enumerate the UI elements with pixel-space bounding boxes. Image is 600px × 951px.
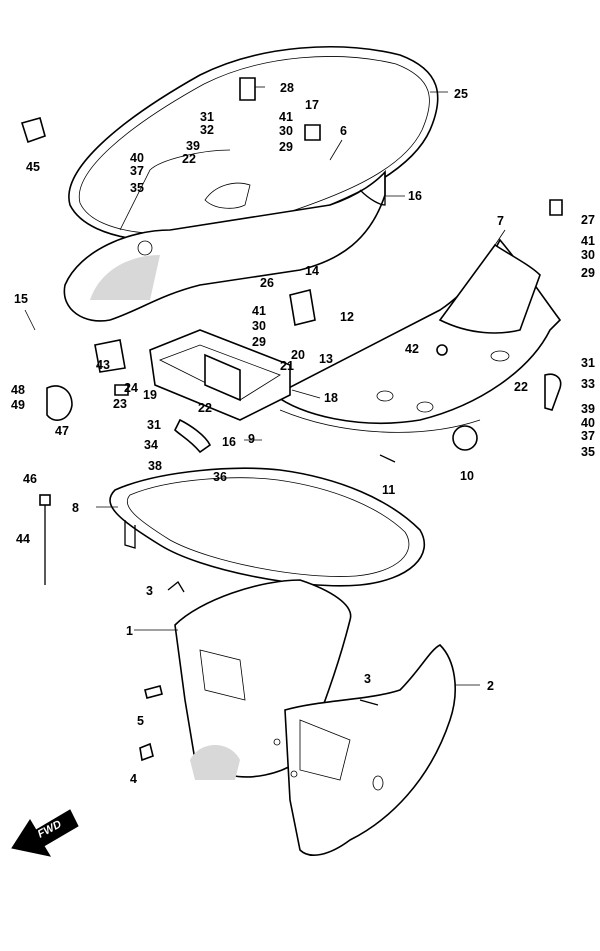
callout-47: 47 [55,424,69,438]
rear-cowl [273,238,562,451]
callout-40: 40 [581,416,595,430]
callout-41: 41 [279,110,293,124]
callout-22: 22 [198,401,212,415]
callout-labels: 1 2 3 3 4 5 6 7 8 9 10 11 12 13 14 15 16… [11,81,595,786]
callout-6: 6 [340,124,347,138]
callout-40: 40 [130,151,144,165]
callout-11: 11 [382,483,395,497]
callout-29: 29 [252,335,266,349]
callout-18: 18 [324,391,338,405]
callout-27: 27 [581,213,595,227]
callout-41: 41 [581,234,595,248]
callout-37: 37 [130,164,144,178]
callout-25: 25 [454,87,468,101]
callout-48: 48 [11,383,25,397]
callout-42: 42 [405,342,419,356]
callout-45: 45 [26,160,40,174]
callout-44: 44 [16,532,30,546]
callout-38: 38 [148,459,162,473]
callout-46: 46 [23,472,37,486]
callout-31: 31 [581,356,595,370]
callout-35: 35 [130,181,144,195]
cowl-bracket [149,329,291,421]
callout-24: 24 [124,381,138,395]
callout-29: 29 [279,140,293,154]
lower-seal [109,467,426,587]
callout-49: 49 [11,398,25,412]
callout-28: 28 [280,81,294,95]
callout-37: 37 [581,429,595,443]
callout-21: 21 [280,359,294,373]
callout-3: 3 [364,672,371,686]
callout-8: 8 [72,501,79,515]
callout-22: 22 [182,152,196,166]
callout-31: 31 [147,418,161,432]
callout-10: 10 [460,469,474,483]
callout-16: 16 [408,189,422,203]
side-cowl-right [284,644,456,856]
callout-32: 32 [200,123,214,137]
top-cowl-seal [68,46,439,243]
callout-1: 1 [126,624,133,638]
callout-20: 20 [291,348,305,362]
callout-19: 19 [143,388,157,402]
callout-30: 30 [252,319,266,333]
callout-5: 5 [137,714,144,728]
callout-9: 9 [248,432,255,446]
callout-30: 30 [581,248,595,262]
callout-31: 31 [200,110,214,124]
callout-43: 43 [96,358,110,372]
callout-13: 13 [319,352,333,366]
callout-7: 7 [497,214,504,228]
callout-36: 36 [213,470,227,484]
callout-33: 33 [581,377,595,391]
callout-39: 39 [186,139,200,153]
callout-29: 29 [581,266,595,280]
fwd-arrow: FWD [11,809,79,857]
callout-34: 34 [144,438,158,452]
top-cowl [63,149,386,322]
callout-30: 30 [279,124,293,138]
callout-3: 3 [146,584,153,598]
callout-22: 22 [514,380,528,394]
leader-lines [24,86,506,686]
callout-12: 12 [340,310,354,324]
callout-15: 15 [14,292,28,306]
callout-16: 16 [222,435,236,449]
callout-41: 41 [252,304,266,318]
callout-35: 35 [581,445,595,459]
small-parts [20,77,563,762]
callout-17: 17 [305,98,319,112]
callout-23: 23 [113,397,127,411]
callout-14: 14 [305,264,319,278]
callout-26: 26 [260,276,274,290]
callout-2: 2 [487,679,494,693]
callout-39: 39 [581,402,595,416]
callout-4: 4 [130,772,137,786]
